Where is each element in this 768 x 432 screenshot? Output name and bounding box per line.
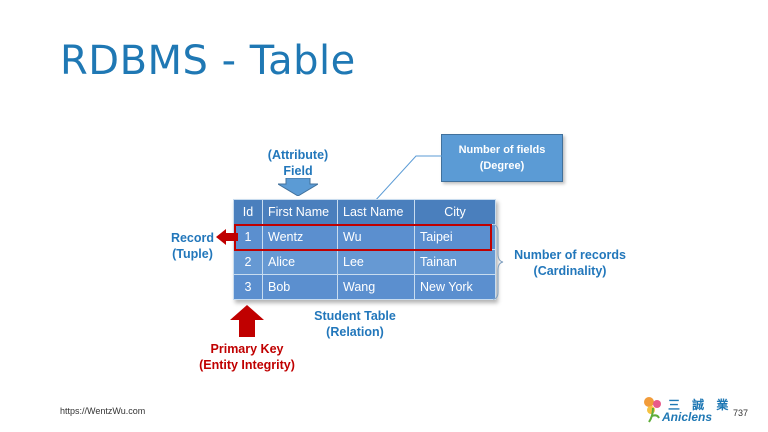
field-label-line2: Field	[283, 164, 313, 178]
table-cell: Alice	[262, 249, 338, 275]
table-row: 3 Bob Wang New York	[233, 274, 496, 300]
header-cell-city: City	[414, 199, 496, 225]
table-name-line1: Student Table	[314, 309, 396, 323]
cardinality-label: Number of records (Cardinality)	[508, 247, 632, 279]
cardinality-label-line1: Number of records	[514, 248, 626, 262]
primary-key-line2: (Entity Integrity)	[199, 358, 295, 372]
header-cell-last-name: Last Name	[337, 199, 415, 225]
callout-line2: (Degree)	[479, 160, 525, 172]
field-down-arrow-icon	[278, 178, 318, 196]
table-cell: Bob	[262, 274, 338, 300]
page-number: 737	[733, 408, 749, 418]
callout-line1: Number of fields	[458, 144, 546, 156]
record-label-line2: (Tuple)	[172, 247, 213, 261]
record-label: Record (Tuple)	[165, 230, 220, 262]
table-cell: 3	[233, 274, 263, 300]
header-cell-first-name: First Name	[262, 199, 338, 225]
right-brace-icon	[492, 224, 504, 300]
table-cell: Tainan	[414, 249, 496, 275]
primary-key-up-arrow-icon	[230, 305, 264, 337]
table-cell: Wang	[337, 274, 415, 300]
fields-callout: Number of fields (Degree)	[441, 134, 563, 182]
record-highlight-box	[234, 224, 492, 251]
logo-chinese: 三 誠 業	[668, 398, 733, 412]
table-name-line2: (Relation)	[326, 325, 384, 339]
table-cell: 2	[233, 249, 263, 275]
record-label-line1: Record	[170, 231, 215, 245]
table-header-row: Id First Name Last Name City	[233, 199, 496, 225]
table-cell: Lee	[337, 249, 415, 275]
flower-logo-icon	[644, 397, 661, 423]
table-cell: New York	[414, 274, 496, 300]
table-cell: Wentz	[262, 224, 338, 250]
footer-url: https://WentzWu.com	[60, 406, 146, 416]
cardinality-label-line2: (Cardinality)	[533, 264, 607, 278]
table-row: 2 Alice Lee Tainan	[233, 249, 496, 275]
header-cell-id: Id	[233, 199, 263, 225]
field-label-line1: (Attribute)	[267, 148, 329, 162]
student-table: Id First Name Last Name City 1 Wentz Wu …	[233, 199, 496, 300]
field-label: (Attribute) Field	[255, 147, 341, 179]
record-arrow-icon	[216, 229, 238, 245]
slide-title: RDBMS - Table	[60, 38, 356, 84]
table-name-label: Student Table (Relation)	[300, 308, 410, 340]
primary-key-line1: Primary Key	[210, 342, 284, 356]
table-cell: Wu	[337, 224, 415, 250]
logo-english: Aniclens	[662, 410, 713, 424]
callout-leader-line	[373, 155, 442, 203]
primary-key-label: Primary Key (Entity Integrity)	[188, 341, 306, 373]
